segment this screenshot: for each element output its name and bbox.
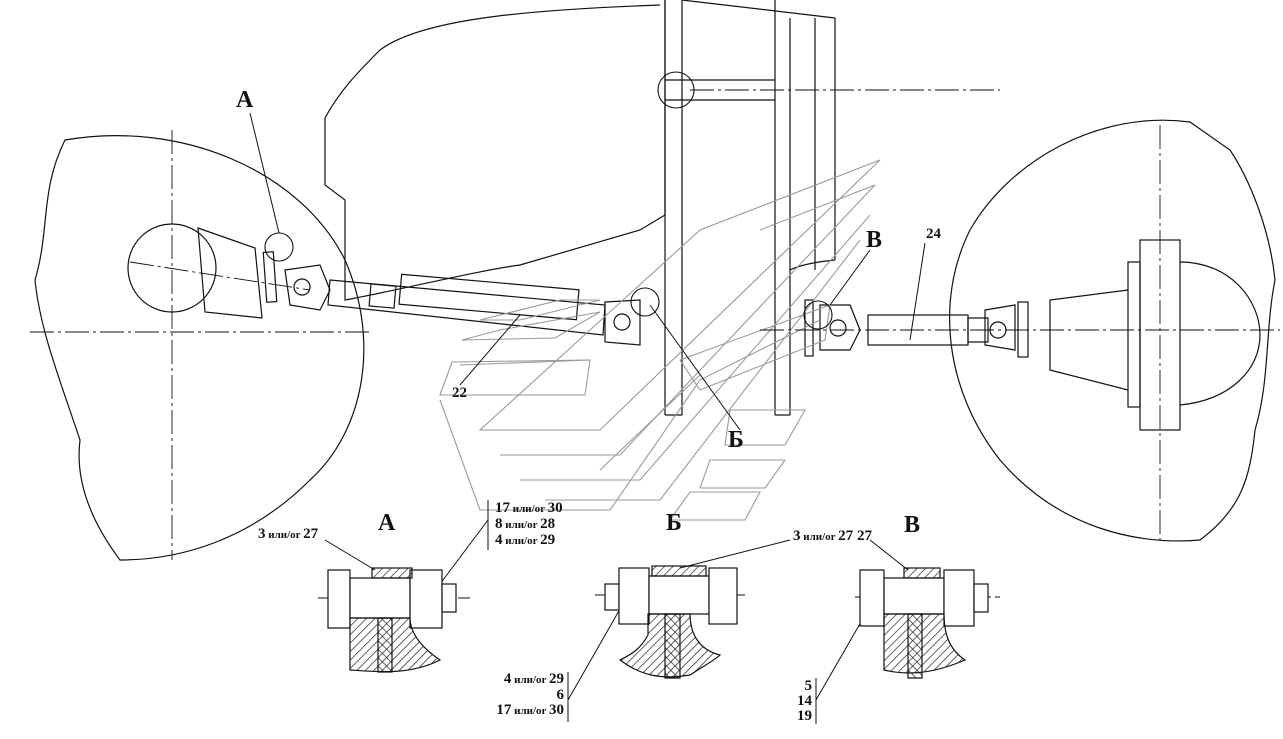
position-22: 22 [452,385,467,401]
right-hub-dome [1179,261,1261,406]
view-label-b: Б [728,427,744,453]
frame-outline [324,0,666,301]
detail-circle-v [803,300,833,330]
section-a [327,567,457,673]
right-yoke-left [819,304,861,351]
frame-detail-circle [657,71,695,109]
section-b [604,565,738,679]
left-yoke [284,264,331,311]
callout-v-bottom: 5 14 19 [797,678,812,724]
right-yoke-right [984,304,1016,351]
section-title-v: В [904,512,921,538]
callout-v-top: 27 [857,528,872,544]
section-title-b: Б [666,510,682,536]
callout-b-top: 3 или/or 27 [793,528,854,544]
callout-a-right: 17 или/or 30 8 или/or 28 4 или/or 29 [495,500,563,548]
middle-yoke [604,299,641,346]
section-v [859,567,989,679]
position-24: 24 [926,226,941,242]
view-label-v: В [866,227,883,253]
callout-b-bottom: 4 или/or 29 6 17 или/or 30 [496,671,564,718]
callout-a-top: 3 или/or 27 [258,526,319,542]
detail-circle-b [630,287,660,317]
view-label-a: А [236,87,254,113]
left-gearbox [197,227,263,319]
detail-circle-a [264,232,294,262]
left-wheel-outline [34,135,365,561]
shaft-22 [327,279,606,336]
right-wheel-outline [949,119,1276,542]
left-flange [262,251,278,303]
section-title-a: А [378,510,396,536]
